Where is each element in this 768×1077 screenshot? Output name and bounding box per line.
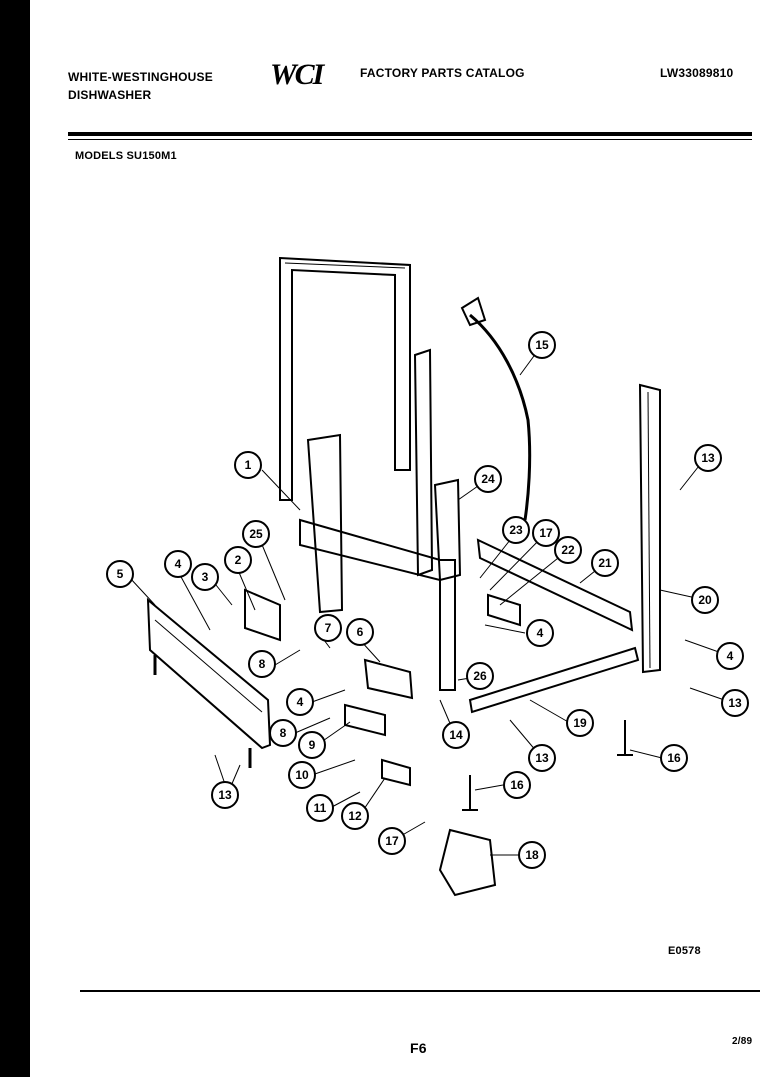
callout-19 xyxy=(566,709,594,737)
callout-8b xyxy=(269,719,297,747)
callout-label-13a: 13 xyxy=(218,788,232,802)
callout-label-10: 10 xyxy=(295,768,309,782)
scan-edge-strip xyxy=(0,0,30,1077)
callout-label-8b: 8 xyxy=(280,726,287,740)
callout-16b xyxy=(660,744,688,772)
callout-label-9: 9 xyxy=(309,738,316,752)
callout-12 xyxy=(341,802,369,830)
callout-label-13d: 13 xyxy=(701,451,715,465)
callout-16a xyxy=(503,771,531,799)
callout-7 xyxy=(314,614,342,642)
callout-label-7: 7 xyxy=(325,621,332,635)
callout-label-4b: 4 xyxy=(297,695,304,709)
callout-label-12: 12 xyxy=(348,809,362,823)
catalog-title: FACTORY PARTS CATALOG xyxy=(360,66,525,80)
callout-24 xyxy=(474,465,502,493)
callout-label-25: 25 xyxy=(249,527,263,541)
footer-rule xyxy=(80,990,760,992)
callout-label-23: 23 xyxy=(509,523,523,537)
callout-18 xyxy=(518,841,546,869)
date-code: 2/89 xyxy=(732,1036,753,1047)
callout-label-4a: 4 xyxy=(175,557,182,571)
callout-26 xyxy=(466,662,494,690)
callout-label-1: 1 xyxy=(245,458,252,472)
callout-22 xyxy=(554,536,582,564)
callout-13b xyxy=(528,744,556,772)
page-label: F6 xyxy=(410,1040,427,1056)
callout-1 xyxy=(234,451,262,479)
callout-label-26: 26 xyxy=(473,669,487,683)
callout-label-16a: 16 xyxy=(510,778,524,792)
callout-label-19: 19 xyxy=(573,716,587,730)
callout-17b xyxy=(532,519,560,547)
callout-label-17b: 17 xyxy=(539,526,553,540)
callout-6 xyxy=(346,618,374,646)
header-rule xyxy=(68,132,752,136)
callout-25 xyxy=(242,520,270,548)
models-line: MODELS SU150M1 xyxy=(75,150,177,162)
callout-3 xyxy=(191,563,219,591)
callout-label-20: 20 xyxy=(698,593,712,607)
callout-17a xyxy=(378,827,406,855)
callout-23 xyxy=(502,516,530,544)
callout-13d xyxy=(694,444,722,472)
callout-label-3: 3 xyxy=(202,570,209,584)
callout-label-18: 18 xyxy=(525,848,539,862)
brand-line-2: DISHWASHER xyxy=(68,88,152,102)
callout-label-5: 5 xyxy=(117,567,124,581)
catalog-page xyxy=(30,0,768,1077)
callout-13a xyxy=(211,781,239,809)
parts-drawing xyxy=(146,256,661,897)
callout-label-13b: 13 xyxy=(535,751,549,765)
callout-label-14: 14 xyxy=(449,728,463,742)
header-rule-thin xyxy=(68,139,752,140)
callout-label-6: 6 xyxy=(357,625,364,639)
catalog-number: LW33089810 xyxy=(660,66,734,80)
callout-4d xyxy=(526,619,554,647)
callout-label-24: 24 xyxy=(481,472,495,486)
callout-8a xyxy=(248,650,276,678)
callout-label-15: 15 xyxy=(535,338,549,352)
callout-11 xyxy=(306,794,334,822)
callout-10 xyxy=(288,761,316,789)
callout-4c xyxy=(716,642,744,670)
callout-4b xyxy=(286,688,314,716)
brand-line-1: WHITE-WESTINGHOUSE xyxy=(68,70,213,84)
callout-2 xyxy=(224,546,252,574)
callout-20 xyxy=(691,586,719,614)
wci-logo: WCI xyxy=(270,58,324,91)
callout-label-11: 11 xyxy=(314,801,327,815)
callout-label-16b: 16 xyxy=(667,751,681,765)
callout-21 xyxy=(591,549,619,577)
callout-label-22: 22 xyxy=(561,543,575,557)
callout-label-13c: 13 xyxy=(728,696,742,710)
callout-label-17a: 17 xyxy=(385,834,399,848)
drawing-code: E0578 xyxy=(668,945,701,957)
callout-5 xyxy=(106,560,134,588)
callout-label-21: 21 xyxy=(598,556,612,570)
callout-13c xyxy=(721,689,749,717)
callout-label-4c: 4 xyxy=(727,649,734,663)
callout-15 xyxy=(528,331,556,359)
callout-9 xyxy=(298,731,326,759)
callout-4a xyxy=(164,550,192,578)
callout-14 xyxy=(442,721,470,749)
callout-label-8a: 8 xyxy=(259,657,266,671)
callout-label-2: 2 xyxy=(235,553,242,567)
callout-label-4d: 4 xyxy=(537,626,544,640)
